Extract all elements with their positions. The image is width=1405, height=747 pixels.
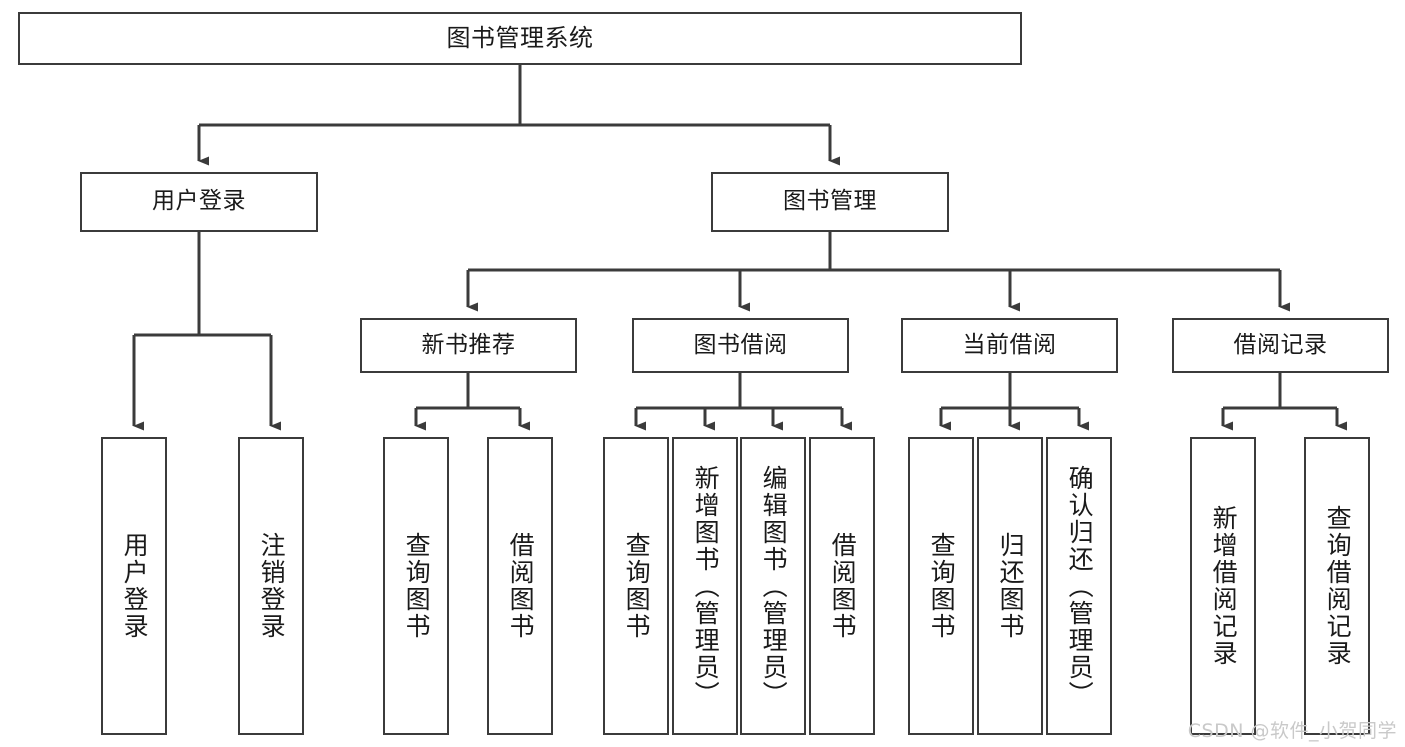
node-leaf-current-borrow-return-label: 归还图书 xyxy=(996,532,1026,640)
node-book-management-label: 图书管理 xyxy=(783,188,877,215)
node-leaf-current-borrow-confirm-label: 确认归还（管理员） xyxy=(1065,464,1095,708)
node-leaf-book-borrow-query-label: 查询图书 xyxy=(622,532,652,640)
node-borrow-record[interactable]: 借阅记录 xyxy=(1172,318,1389,373)
node-leaf-current-borrow-query[interactable]: 查询图书 xyxy=(908,437,974,735)
node-leaf-book-borrow-add-label: 新增图书（管理员） xyxy=(691,464,721,708)
csdn-watermark: CSDN @软件_小贺同学 xyxy=(1187,720,1397,742)
node-leaf-new-book-query[interactable]: 查询图书 xyxy=(383,437,449,735)
node-leaf-book-borrow-edit-label: 编辑图书（管理员） xyxy=(759,464,789,708)
node-borrow-record-label: 借阅记录 xyxy=(1233,331,1328,358)
node-leaf-user-login-login-label: 用户登录 xyxy=(120,532,150,640)
node-book-borrow[interactable]: 图书借阅 xyxy=(632,318,849,373)
node-current-borrow-label: 当前借阅 xyxy=(962,331,1057,358)
node-root-system[interactable]: 图书管理系统 xyxy=(18,12,1022,65)
node-leaf-user-login-logout-label: 注销登录 xyxy=(257,532,287,640)
node-leaf-new-book-borrow[interactable]: 借阅图书 xyxy=(487,437,553,735)
node-new-book-recommend[interactable]: 新书推荐 xyxy=(360,318,577,373)
node-leaf-borrow-record-query-label: 查询借阅记录 xyxy=(1323,505,1353,667)
node-user-login[interactable]: 用户登录 xyxy=(80,172,318,232)
node-current-borrow[interactable]: 当前借阅 xyxy=(901,318,1118,373)
node-leaf-new-book-query-label: 查询图书 xyxy=(402,532,432,640)
node-leaf-current-borrow-query-label: 查询图书 xyxy=(927,532,957,640)
node-leaf-book-borrow-add[interactable]: 新增图书（管理员） xyxy=(672,437,738,735)
node-leaf-borrow-record-add[interactable]: 新增借阅记录 xyxy=(1190,437,1256,735)
node-leaf-user-login-logout[interactable]: 注销登录 xyxy=(238,437,304,735)
node-leaf-borrow-record-query[interactable]: 查询借阅记录 xyxy=(1304,437,1370,735)
node-root-system-label: 图书管理系统 xyxy=(446,24,594,53)
node-leaf-book-borrow-edit[interactable]: 编辑图书（管理员） xyxy=(740,437,806,735)
node-leaf-borrow-record-add-label: 新增借阅记录 xyxy=(1209,505,1239,667)
node-leaf-current-borrow-confirm[interactable]: 确认归还（管理员） xyxy=(1046,437,1112,735)
node-leaf-book-borrow-borrow-label: 借阅图书 xyxy=(828,532,858,640)
node-leaf-current-borrow-return[interactable]: 归还图书 xyxy=(977,437,1043,735)
node-leaf-user-login-login[interactable]: 用户登录 xyxy=(101,437,167,735)
node-leaf-book-borrow-query[interactable]: 查询图书 xyxy=(603,437,669,735)
node-book-borrow-label: 图书借阅 xyxy=(693,331,788,358)
node-user-login-label: 用户登录 xyxy=(152,188,246,215)
node-new-book-recommend-label: 新书推荐 xyxy=(421,331,516,358)
node-leaf-new-book-borrow-label: 借阅图书 xyxy=(506,532,536,640)
node-book-management[interactable]: 图书管理 xyxy=(711,172,949,232)
node-leaf-book-borrow-borrow[interactable]: 借阅图书 xyxy=(809,437,875,735)
